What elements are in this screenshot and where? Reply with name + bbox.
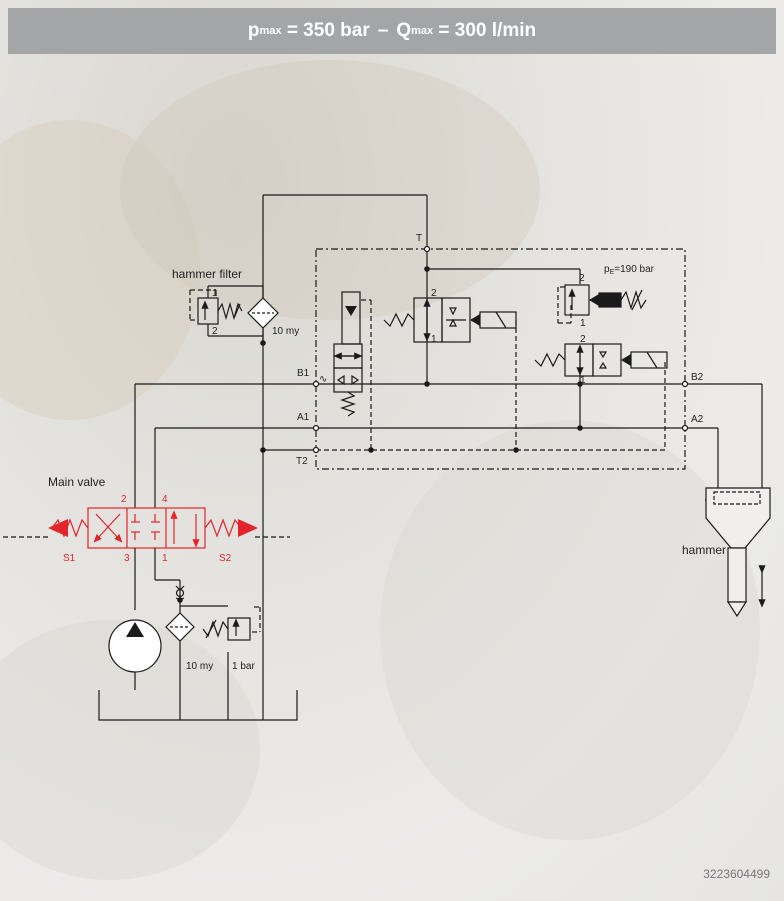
hammer-relief-valve xyxy=(197,285,264,343)
solenoid-valve-upper xyxy=(383,297,517,343)
main-valve-port-4: 4 xyxy=(162,494,168,505)
q-max-value: = 300 l/min xyxy=(438,20,537,41)
filter-rating-top: 10 my xyxy=(272,326,299,337)
tank xyxy=(98,690,298,721)
pilot-lines xyxy=(0,286,760,633)
background-texture xyxy=(0,120,200,420)
pressure-setting-value: =190 bar xyxy=(614,264,654,275)
control-block-outline xyxy=(315,248,686,470)
main-valve-port-2: 2 xyxy=(121,494,127,505)
q-max-symbol: Q xyxy=(396,20,412,41)
main-valve xyxy=(48,507,258,549)
solenoid-valve-vertical xyxy=(333,291,363,417)
prv-port-2: 2 xyxy=(579,273,585,284)
p-max-value: = 350 bar xyxy=(286,20,370,41)
header-separator: – xyxy=(377,20,389,41)
p-max-symbol: p xyxy=(247,20,260,41)
relief-valve-port-1: 1 xyxy=(212,288,218,299)
check-valve xyxy=(175,585,185,601)
filter-rating-bottom: 10 my xyxy=(186,661,213,672)
pressure-relief-valve xyxy=(564,284,647,316)
line-B xyxy=(134,370,763,508)
port-T-label: T xyxy=(416,233,422,244)
valve-upper-port-2: 2 xyxy=(431,288,437,299)
stroke-symbol: ∿ xyxy=(319,374,327,385)
port-markers xyxy=(312,245,689,454)
hammer-filter-label: hammer filter xyxy=(172,267,242,281)
p-max-subscript: max xyxy=(259,25,282,37)
solenoid-valve-lower xyxy=(534,343,668,377)
q-max-subscript: max xyxy=(411,25,434,37)
port-B1-label: B1 xyxy=(297,368,310,379)
hammer-symbol xyxy=(705,487,771,618)
line-A xyxy=(154,427,719,508)
pressure-setting-label: pE=190 bar xyxy=(604,264,655,276)
port-B2-label: B2 xyxy=(691,372,704,383)
return-line xyxy=(262,194,581,720)
pressure-setting-subscript: E xyxy=(610,269,615,276)
valve-upper-port-1: 1 xyxy=(431,334,437,345)
main-valve-label: Main valve xyxy=(48,475,106,489)
return-line-main xyxy=(154,548,229,720)
valve-lower-port-1: 1 xyxy=(580,375,586,386)
bypass-valve xyxy=(202,617,251,641)
valve-lower-port-2: 2 xyxy=(580,334,586,345)
pressure-setting-symbol: p xyxy=(604,264,610,275)
pump xyxy=(108,548,162,690)
background-texture xyxy=(380,420,760,840)
S2-label: S2 xyxy=(219,553,232,564)
main-valve-port-3: 3 xyxy=(124,553,130,564)
background-texture xyxy=(120,60,540,320)
junction-dots xyxy=(177,266,583,603)
port-A1-label: A1 xyxy=(297,412,310,423)
main-valve-port-1: 1 xyxy=(162,553,168,564)
S1-label: S1 xyxy=(63,553,76,564)
port-A2-label: A2 xyxy=(691,414,704,425)
relief-valve-port-2: 2 xyxy=(212,326,218,337)
hammer-label: hammer xyxy=(682,543,726,557)
return-filter xyxy=(165,612,195,642)
document-number: 3223604499 xyxy=(703,867,770,881)
port-T2-label: T2 xyxy=(296,456,308,467)
check-valve-pressure: 1 bar xyxy=(232,661,255,672)
prv-port-1: 1 xyxy=(580,318,586,329)
hammer-filter xyxy=(247,297,279,329)
